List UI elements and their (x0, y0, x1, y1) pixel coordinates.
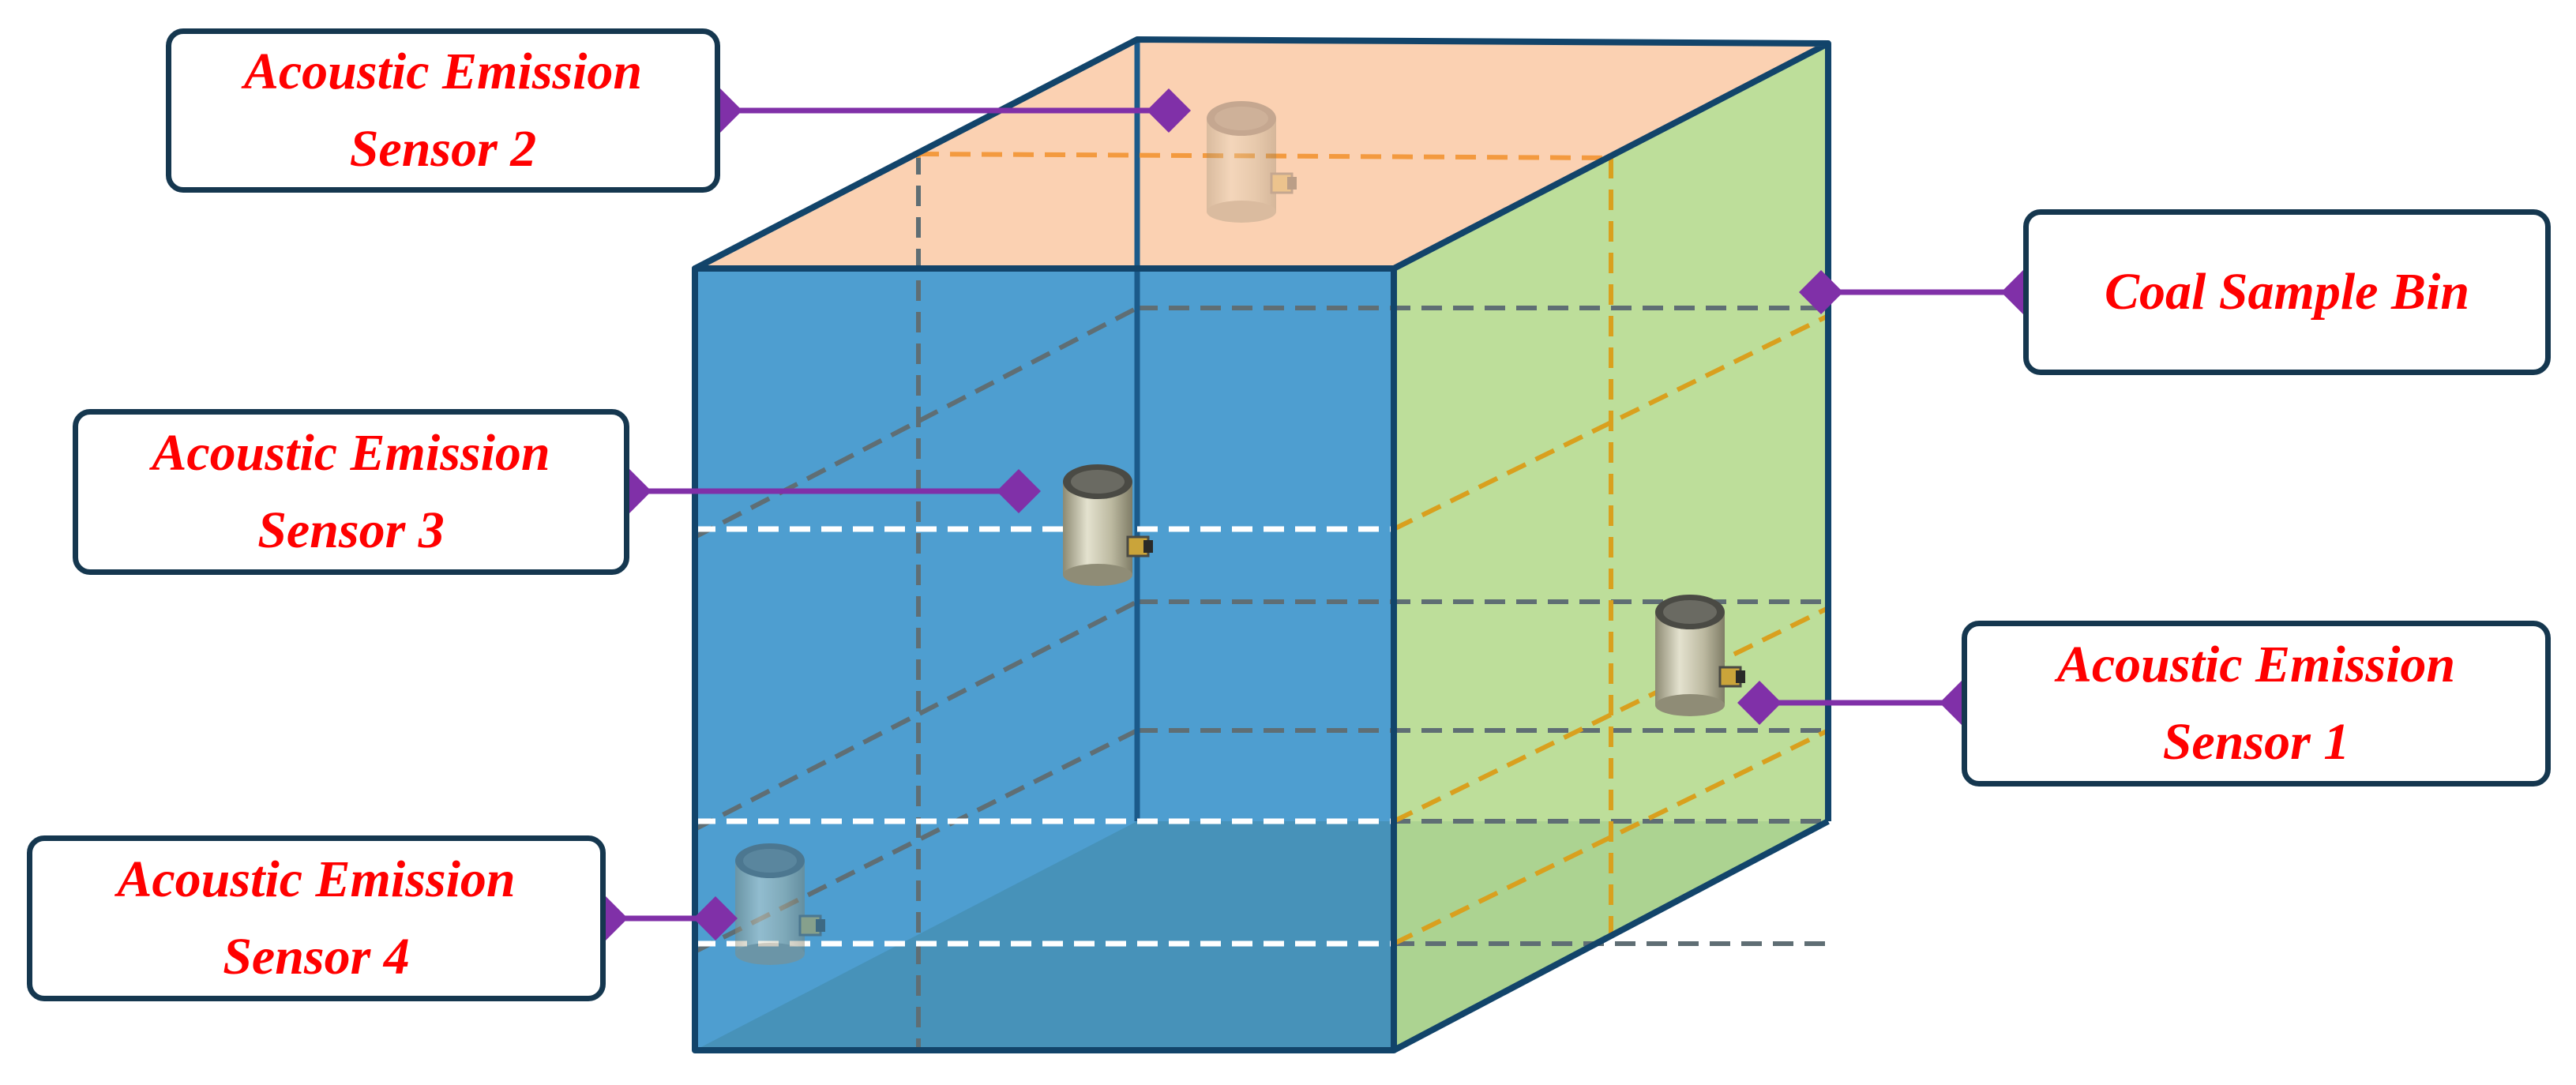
bin-front-face (695, 268, 1394, 1050)
leader-sensor-4 (584, 896, 738, 940)
label-line: Acoustic Emission (243, 43, 643, 100)
label-sensor-1: Acoustic Emission Sensor 1 (1962, 621, 2551, 787)
label-line: Sensor 3 (257, 501, 445, 559)
label-sensor-3: Acoustic Emission Sensor 3 (73, 409, 629, 575)
gold-dashed-grid (1392, 158, 1830, 946)
leader-sensor-3 (607, 469, 1041, 513)
label-sensor-4: Acoustic Emission Sensor 4 (27, 835, 606, 1001)
white-dashed-grid (695, 526, 1394, 947)
label-line: Acoustic Emission (2056, 636, 2456, 693)
leader-bin (1799, 270, 2045, 314)
label-line: Acoustic Emission (117, 850, 516, 908)
label-sensor-2: Acoustic Emission Sensor 2 (166, 28, 720, 193)
label-line: Sensor 1 (2162, 713, 2350, 771)
label-line: Coal Sample Bin (2104, 263, 2470, 321)
label-line: Sensor 4 (223, 928, 410, 986)
label-line: Acoustic Emission (152, 424, 550, 482)
bin-front-lower-shade (695, 821, 1394, 1050)
bin-edges (692, 36, 1831, 1053)
label-coal-sample-bin: Coal Sample Bin (2023, 209, 2551, 375)
label-line: Sensor 2 (349, 120, 537, 178)
